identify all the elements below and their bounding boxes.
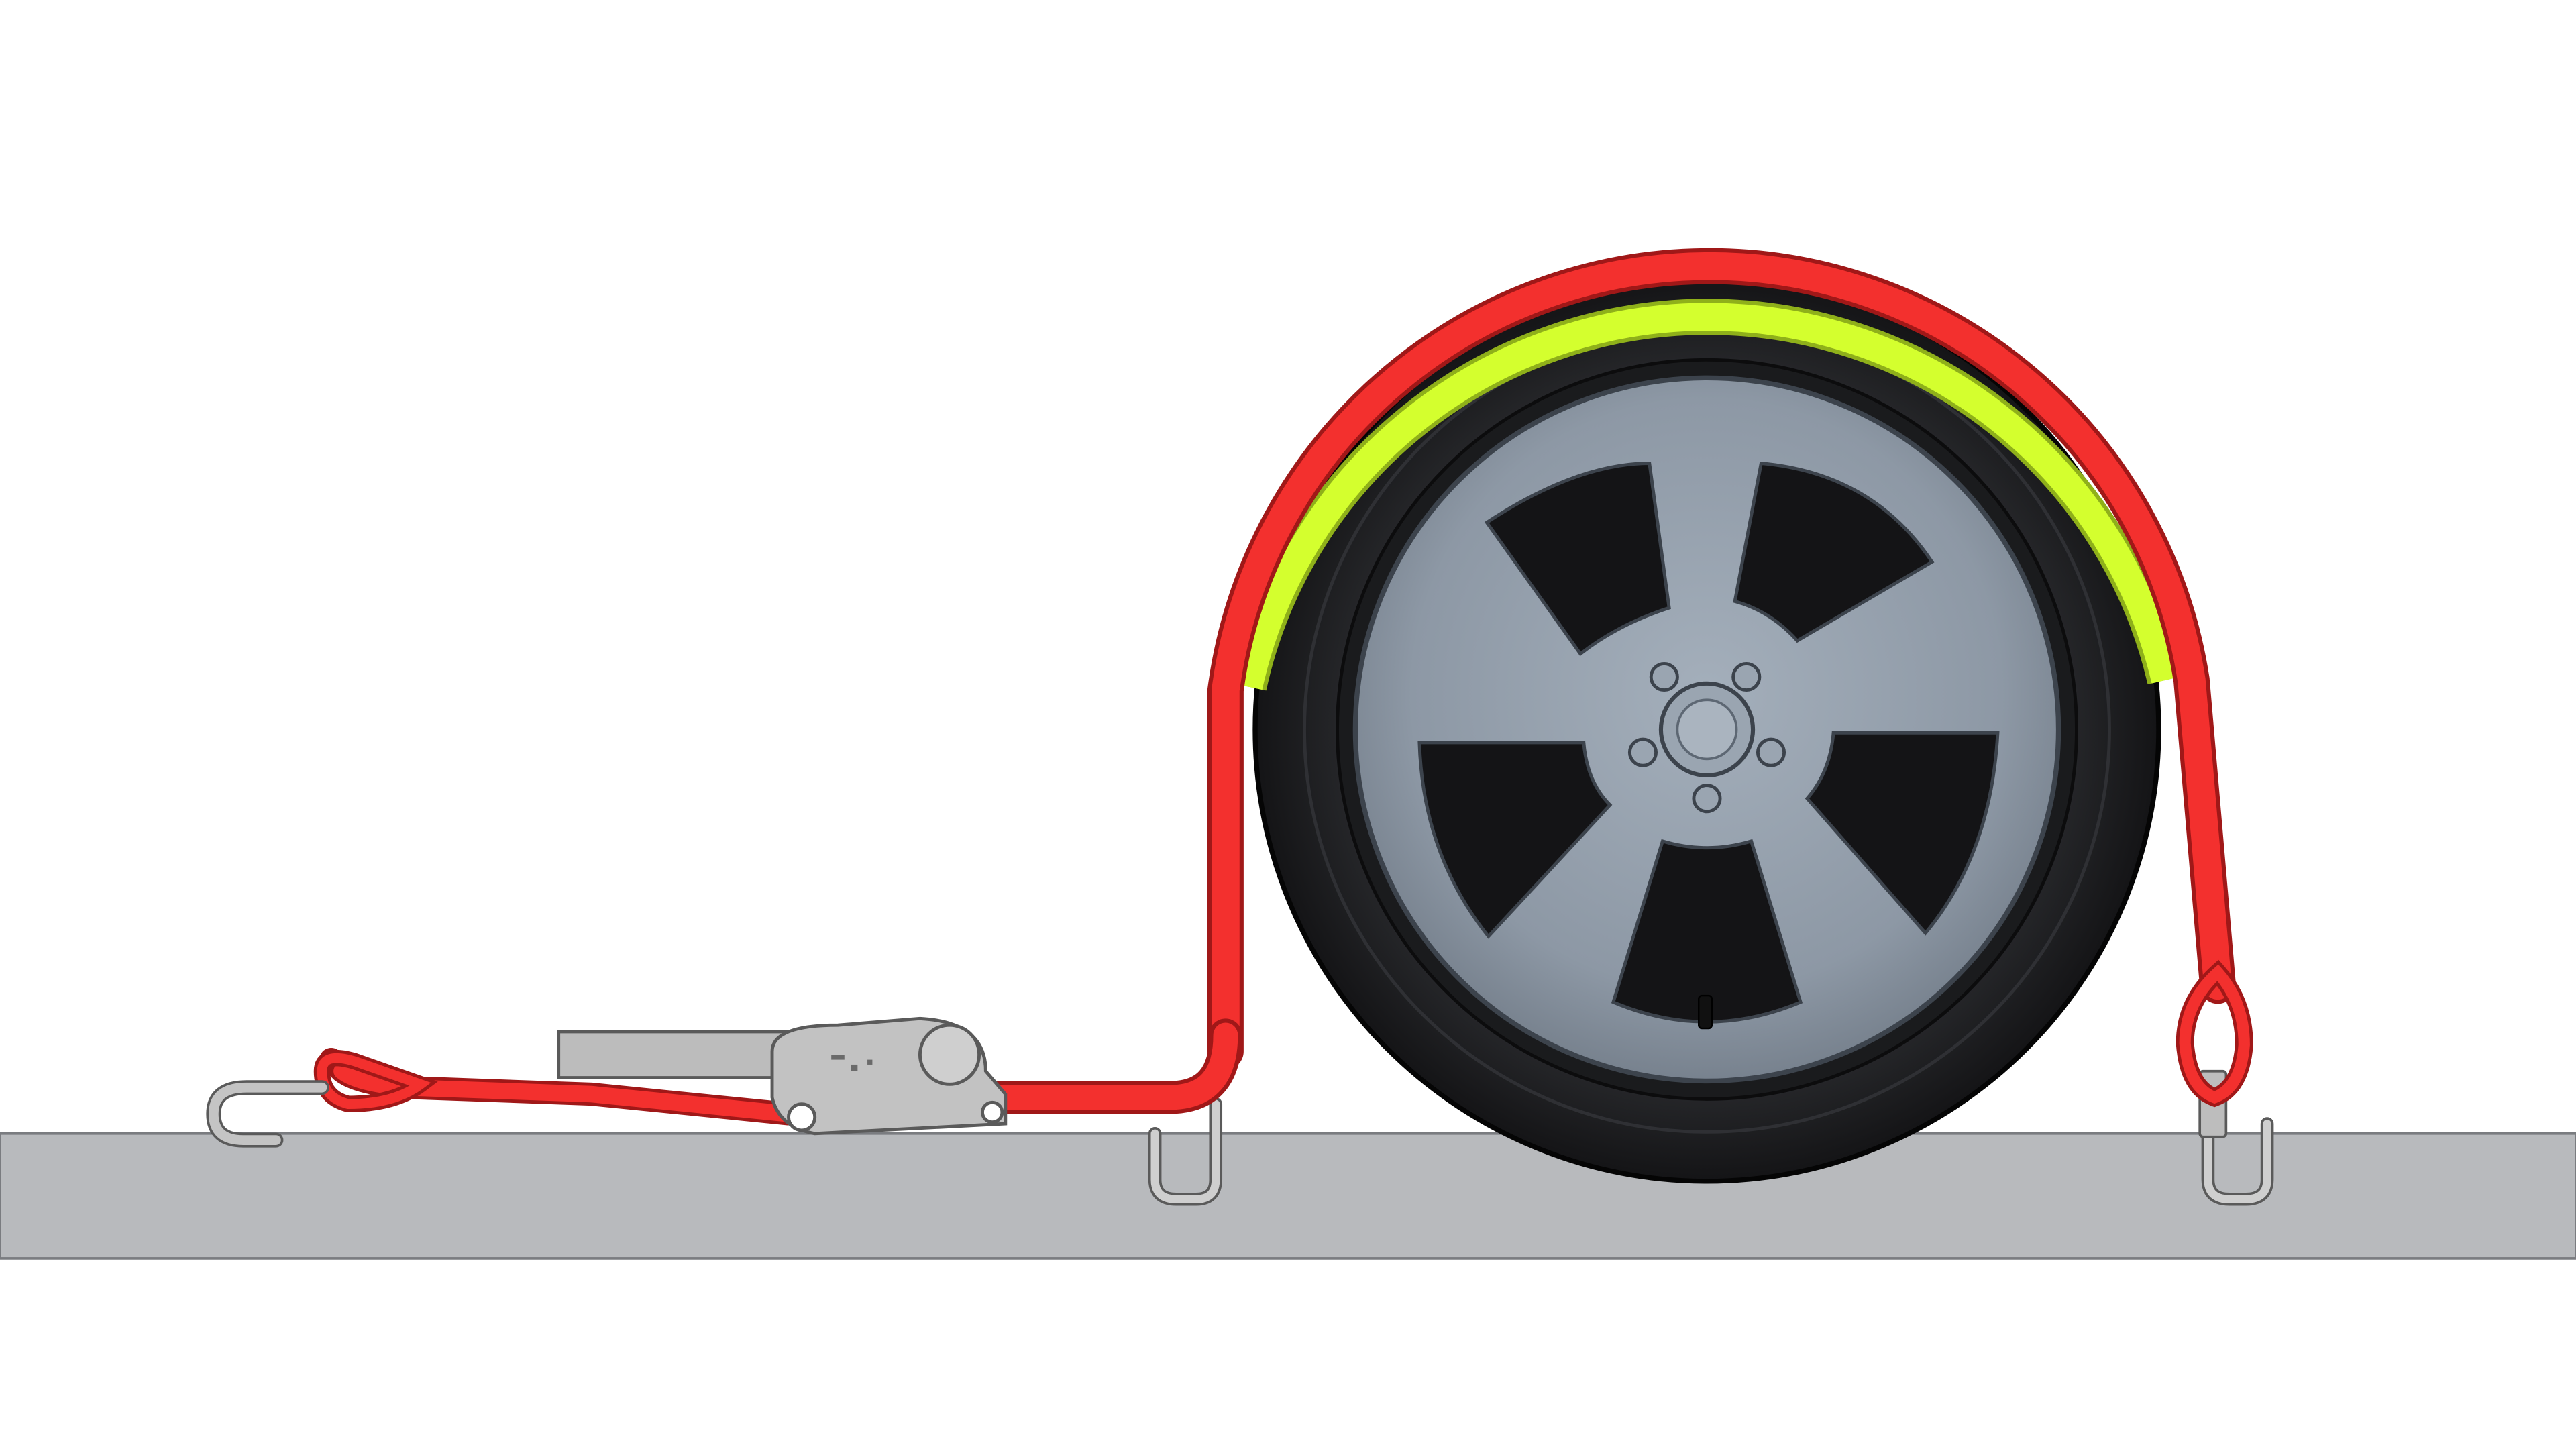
- rim-openings: [1417, 461, 2000, 1024]
- left-s-hook-icon: [206, 1080, 330, 1148]
- lug-nuts: [1627, 661, 1786, 814]
- ratchet-gear: [918, 1023, 981, 1086]
- ground-deck: [0, 1132, 2576, 1260]
- wheel: [1252, 275, 2161, 1184]
- ratchet-buckle: [557, 1016, 1008, 1136]
- valve-stem: [1698, 994, 1713, 1030]
